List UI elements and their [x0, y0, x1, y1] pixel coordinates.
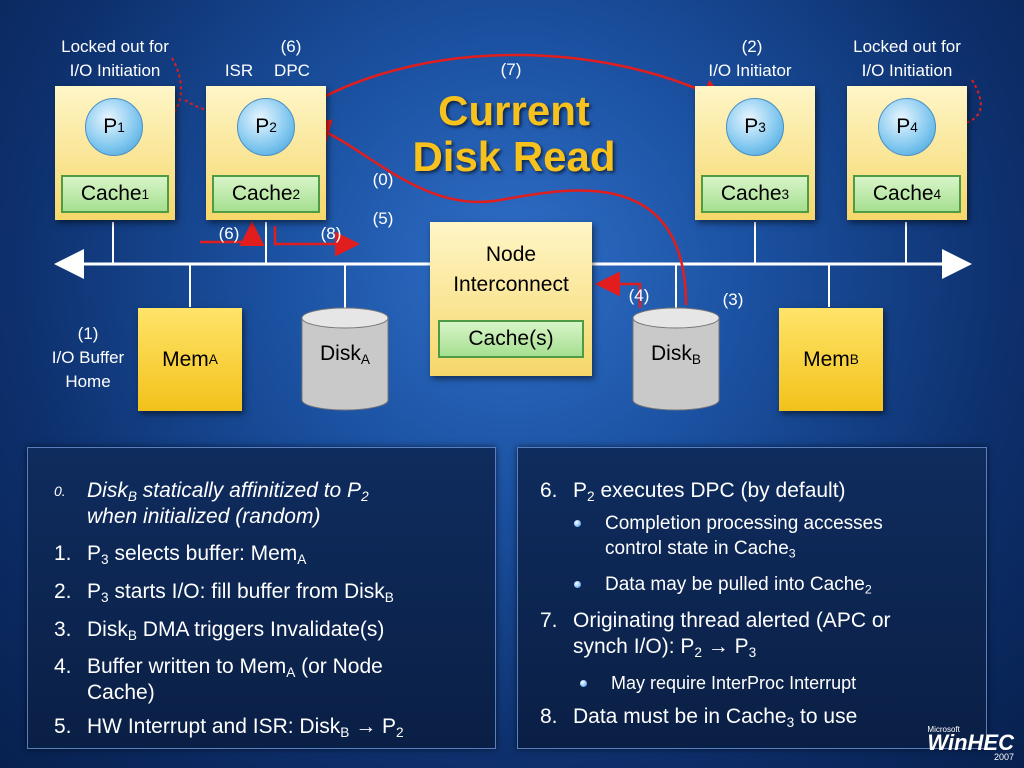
bullet-icon — [574, 520, 581, 527]
dpc-label: DPC — [274, 61, 310, 80]
locked-right-label: Locked out for I/O Initiation — [853, 37, 961, 80]
six-bus-label: (6) — [218, 224, 240, 243]
step-6b: Data may be pulled into Cache2 — [605, 574, 872, 597]
eight-bus-label: (8) — [320, 224, 342, 243]
seven-label: (7) — [500, 60, 522, 79]
disk-a-label: DiskA — [320, 342, 370, 368]
six-top-label: (6) — [280, 37, 302, 56]
four-label: (4) — [628, 286, 650, 305]
slide-title: Current Disk Read — [412, 87, 616, 180]
arrow-6 — [200, 221, 265, 246]
dotted-arrow-p4 — [941, 79, 982, 134]
arrow-4 — [595, 271, 642, 308]
disk-a-shape — [301, 307, 389, 411]
isr-label: ISR — [224, 61, 254, 80]
arrow-8 — [273, 226, 360, 257]
arrow-7 — [317, 53, 727, 103]
arrow-0 — [305, 119, 688, 306]
node-cache: Cache(s) — [438, 320, 584, 358]
zero-label: (0) — [372, 170, 394, 189]
diagram-lines — [54, 53, 982, 411]
step-7a: May require InterProc Interrupt — [611, 673, 857, 693]
right-steps-panel: 6. P2 executes DPC (by default) Completi… — [517, 447, 987, 749]
io-initiator-label: I/O Initiator — [708, 61, 792, 80]
locked-left-label: Locked out for I/O Initiation — [61, 37, 169, 80]
step-6a: Completion processing accesses control s… — [605, 513, 883, 561]
winhec-logo: Microsoft WinHEC 2007 — [927, 725, 1014, 762]
bullet-icon — [574, 581, 581, 588]
five-label: (5) — [372, 209, 394, 228]
disk-b-label: DiskB — [651, 342, 701, 368]
three-label: (3) — [722, 290, 744, 309]
two-top-label: (2) — [741, 37, 763, 56]
bullet-icon — [580, 680, 587, 687]
io-buffer-home-label: (1) I/O Buffer Home — [51, 324, 125, 391]
disk-b-shape — [632, 307, 720, 411]
left-steps-panel: 0. DiskB statically affinitized to P2 wh… — [27, 447, 496, 749]
